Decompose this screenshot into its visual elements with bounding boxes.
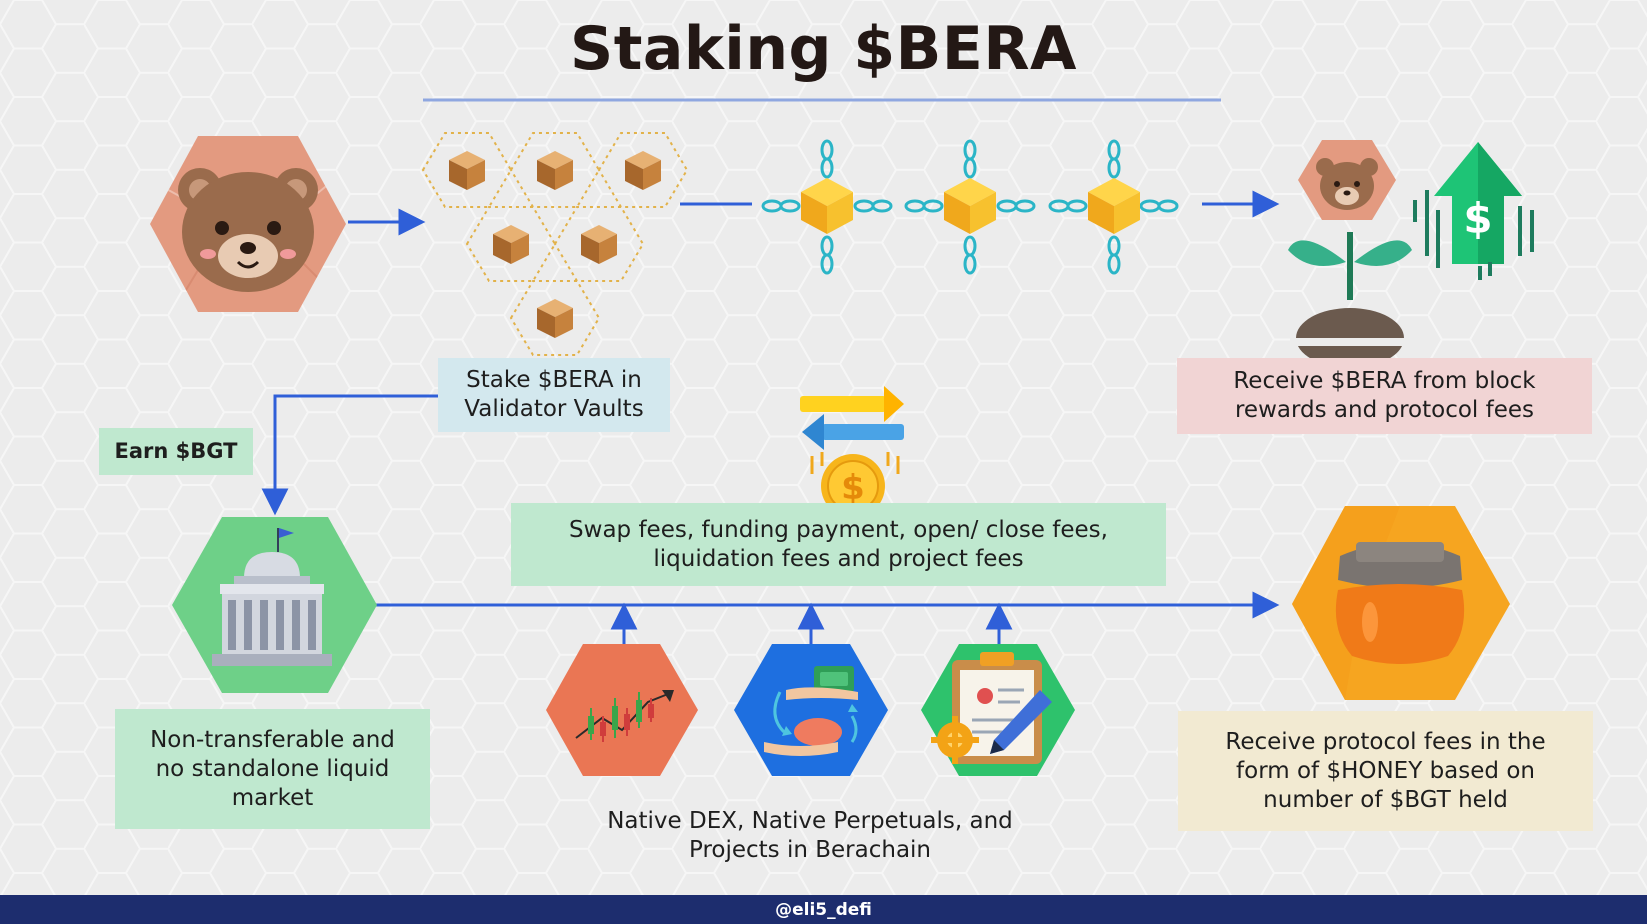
receive-bera-label: Receive $BERA from block rewards and pro… [1233,368,1536,423]
receive-bera-label-box: Receive $BERA from block rewards and pro… [1177,358,1592,434]
stake-label-box: Stake $BERA in Validator Vaults [438,358,670,432]
trading-chart-icon [546,644,698,776]
stake-label: Stake $BERA in Validator Vaults [464,367,644,422]
exchange-hands-icon [734,644,888,776]
government-building-icon [172,517,377,693]
receive-honey-label: Receive protocol fees in the form of $HO… [1225,728,1546,813]
footer-handle[interactable]: @eli5_defi [775,899,872,920]
plant-growth-icon [1288,140,1412,368]
footer-bar: @eli5_defi [0,895,1647,924]
blockchain-icon [761,139,1179,275]
receive-honey-label-box: Receive protocol fees in the form of $HO… [1178,711,1593,831]
flow-arrows [261,190,1280,645]
block-cluster-icon [421,132,689,356]
earn-bgt-label-box: Earn $BGT [99,428,253,475]
bear-icon [150,136,346,312]
project-clipboard-icon [921,644,1075,776]
page-title: Staking $BERA [569,14,1077,84]
honey-jar-icon [1292,506,1510,700]
fees-label-box: Swap fees, funding payment, open/ close … [511,503,1166,586]
dollar-up-arrow-icon: $ [1413,142,1534,280]
non-transferable-label: Non-transferable and no standalone liqui… [150,726,395,811]
native-label: Native DEX, Native Perpetuals, and Proje… [607,808,1013,863]
fees-label: Swap fees, funding payment, open/ close … [569,516,1108,572]
arrow-vaults-to-governance [261,394,438,516]
svg-text:$: $ [841,468,865,508]
svg-text:$: $ [1463,194,1492,243]
earn-bgt-label: Earn $BGT [114,439,238,463]
non-transferable-label-box: Non-transferable and no standalone liqui… [115,709,430,829]
